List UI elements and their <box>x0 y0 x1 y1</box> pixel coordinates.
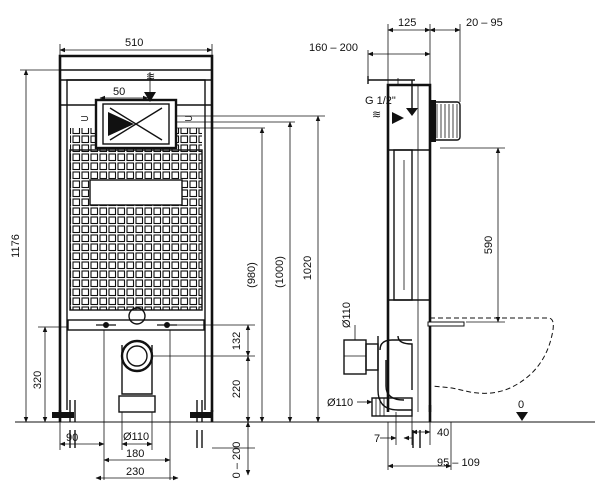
flush-inner <box>102 103 170 145</box>
svg-text:⊃: ⊃ <box>184 113 193 125</box>
dim-7: 7 <box>374 433 380 445</box>
flush-arrow <box>108 112 134 136</box>
cistern-window <box>89 179 183 206</box>
dim-zero: 0 <box>518 399 524 411</box>
svg-text:⊃: ⊃ <box>80 113 89 125</box>
dim-90: 90 <box>66 432 78 444</box>
dim-125: 125 <box>398 17 416 29</box>
dim-132: 132 <box>231 332 243 350</box>
frame-outline <box>58 54 214 412</box>
dim-230: 230 <box>126 466 144 478</box>
dim-180: 180 <box>126 448 144 460</box>
side-drain-elbow <box>377 336 412 411</box>
side-frame <box>386 83 432 412</box>
floor-zero-marker <box>516 412 528 421</box>
drain-inner <box>126 345 148 367</box>
dim-95-109: 95 – 109 <box>437 457 480 469</box>
drain-pipe <box>121 345 153 395</box>
side-outlet <box>371 397 413 417</box>
foot-left <box>52 412 74 418</box>
foot-right <box>190 412 212 418</box>
drain-elbow <box>118 395 156 413</box>
dim-20-95: 20 – 95 <box>466 17 503 29</box>
svg-text:≋: ≋ <box>146 71 155 83</box>
label-g12: G 1/2" <box>365 95 396 107</box>
side-view: G 1/2" ≋ 125 20 – 95 160 – 200 <box>309 17 554 470</box>
svg-text:≋: ≋ <box>372 109 381 121</box>
dim-50: 50 <box>113 86 125 98</box>
side-cistern <box>393 149 413 301</box>
dim-320: 320 <box>32 371 44 389</box>
dim-1176: 1176 <box>10 234 22 258</box>
dim-160-200: 160 – 200 <box>309 42 358 54</box>
dim-40: 40 <box>437 427 449 439</box>
dim-d110-front: Ø110 <box>123 431 149 443</box>
dim-980: (980) <box>246 262 258 288</box>
dim-1020: 1020 <box>302 256 314 280</box>
supply-port <box>128 307 146 325</box>
water-arrow <box>144 92 156 102</box>
front-view: ⊃ ⊃ ≋ 510 50 1176 <box>10 37 595 481</box>
dim-590: 590 <box>483 236 495 254</box>
dim-1000: (1000) <box>274 256 286 288</box>
side-inlet <box>343 339 367 375</box>
flush-cross <box>109 107 163 141</box>
side-flush-plate <box>431 101 461 141</box>
cistern-grid <box>69 149 203 311</box>
bowl-outline <box>430 317 554 394</box>
dim-220: 220 <box>231 380 243 398</box>
dim-510: 510 <box>125 37 143 49</box>
dim-0-200: 0 – 200 <box>231 442 243 479</box>
dim-d110-side-top: Ø110 <box>341 302 353 328</box>
dim-d110-side-bottom: Ø110 <box>327 397 353 409</box>
